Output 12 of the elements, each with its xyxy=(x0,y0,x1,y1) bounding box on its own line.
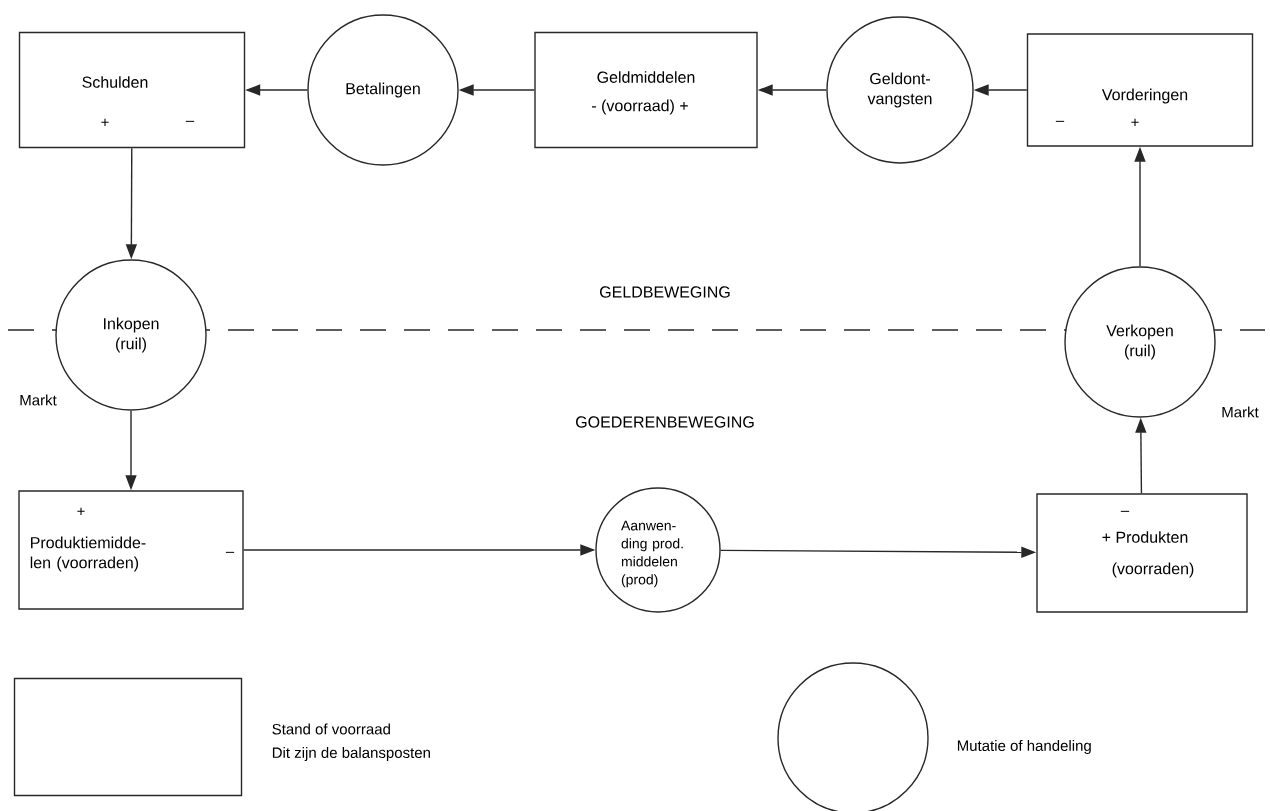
stock-box: Vorderingen – + xyxy=(1026,33,1254,147)
stock-box: Geldmiddelen - (voorraad) + xyxy=(534,31,758,149)
legend-text: Dit zijn de balansposten xyxy=(272,747,430,761)
side-label: Markt xyxy=(1222,406,1259,418)
side-label: Markt xyxy=(20,394,57,406)
section-heading: GELDBEWEGING xyxy=(600,286,730,298)
section-heading: GOEDERENBEWEGING xyxy=(576,416,754,428)
stock-box: + Produktiemidde- len (voorraden) – xyxy=(18,490,244,610)
stock-box: Schulden + – xyxy=(18,31,246,149)
legend-text: Stand of voorraad xyxy=(272,723,390,735)
stock-box: – + Produkten (voorraden) xyxy=(1036,493,1248,613)
legend-text: Mutatie of handeling xyxy=(957,740,1091,754)
